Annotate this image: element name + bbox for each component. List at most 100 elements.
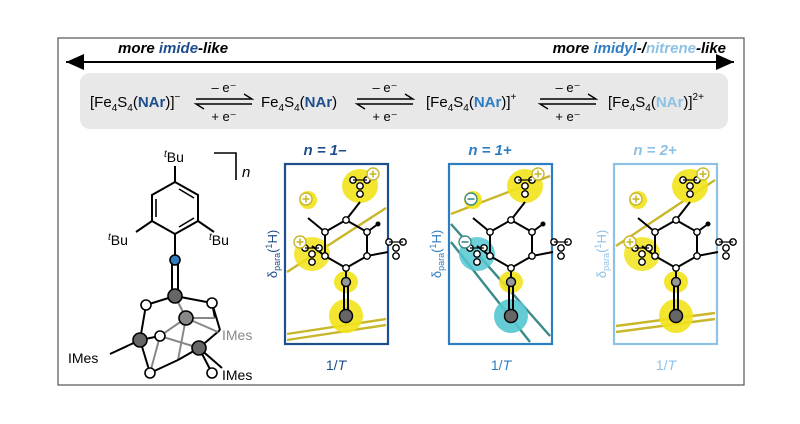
atom	[375, 221, 381, 227]
panel-1-title: n = 1–	[304, 142, 347, 159]
atom	[356, 182, 364, 190]
atom	[668, 308, 684, 324]
bond	[489, 219, 512, 233]
atom	[342, 216, 350, 224]
atom	[686, 182, 694, 190]
fe-atom	[167, 288, 183, 304]
panel-2-ylabel: δpara(1H)	[428, 230, 446, 278]
atom	[722, 252, 730, 260]
arrow-1-top-label: – e⁻	[212, 80, 237, 95]
bond	[324, 255, 347, 269]
atom	[342, 264, 350, 272]
atom	[651, 252, 659, 260]
molecule	[623, 167, 737, 333]
atom	[528, 252, 536, 260]
fe-atom	[178, 310, 194, 326]
atom	[340, 276, 352, 288]
atom	[486, 252, 494, 260]
panel-2-title: n = 1+	[468, 142, 512, 159]
atom	[638, 250, 646, 258]
fe-atom	[191, 340, 207, 356]
charge-n-label: n	[242, 164, 250, 181]
fe-atom	[132, 332, 148, 348]
atom	[473, 258, 481, 266]
atom	[363, 252, 371, 260]
atom	[557, 244, 565, 252]
panel-3-xlabel: 1/T	[656, 357, 678, 373]
atom	[507, 216, 515, 224]
atom	[473, 250, 481, 258]
atom	[392, 252, 400, 260]
panel-3-ylabel: δpara(1H)	[593, 230, 611, 278]
atom	[503, 308, 519, 324]
species-4: [Fe4S4(NAr)]2+	[608, 92, 704, 114]
atom	[686, 190, 694, 198]
atom	[528, 228, 536, 236]
atom	[308, 250, 316, 258]
arrow-1-bottom-label: + e⁻	[211, 109, 236, 124]
bond	[675, 255, 698, 269]
equilibrium-arrow-3: – e⁻ + e⁻	[537, 80, 599, 124]
equilibrium-arrow-2: – e⁻ + e⁻	[354, 80, 416, 124]
species-2: Fe4S4(NAr)	[261, 94, 337, 114]
atom	[722, 244, 730, 252]
tbu-top-label: tBu	[164, 149, 184, 165]
arrow-3-bottom-label: + e⁻	[555, 109, 580, 124]
atom	[670, 276, 682, 288]
bond	[654, 255, 677, 269]
s-atom	[206, 297, 218, 309]
s-atom	[144, 367, 156, 379]
s-atom	[206, 367, 218, 379]
arrow-2-bottom-label: + e⁻	[372, 109, 397, 124]
atom	[540, 221, 546, 227]
species-1: [Fe4S4(NAr)]−	[90, 92, 181, 114]
atom	[505, 276, 517, 288]
panel-1-ylabel: δpara(1H)	[264, 230, 282, 278]
panel-3-title: n = 2+	[633, 142, 677, 159]
atom	[521, 182, 529, 190]
atom	[308, 258, 316, 266]
atom	[321, 228, 329, 236]
atom	[338, 308, 354, 324]
nitrogen-atom	[169, 254, 181, 266]
bond	[324, 219, 347, 233]
bond	[654, 219, 677, 233]
molecule	[458, 167, 572, 333]
atom	[507, 264, 515, 272]
imes-label-back: IMes	[222, 327, 252, 343]
cluster-atoms	[132, 254, 218, 379]
imes-label-left: IMes	[68, 350, 98, 366]
atom	[672, 216, 680, 224]
species-3: [Fe4S4(NAr)]+	[426, 92, 517, 114]
bond	[345, 219, 368, 233]
atom	[521, 190, 529, 198]
arrow-2-top-label: – e⁻	[373, 80, 398, 95]
atom	[672, 264, 680, 272]
panel-1-fit-line	[286, 323, 387, 342]
header-left: more imide-like	[118, 40, 228, 57]
atom	[651, 228, 659, 236]
atom	[486, 228, 494, 236]
bond	[510, 219, 533, 233]
atom	[693, 228, 701, 236]
s-atom	[154, 330, 166, 342]
atom	[638, 258, 646, 266]
atom	[392, 244, 400, 252]
molecule	[293, 167, 407, 333]
s-atom	[140, 299, 152, 311]
bond	[345, 255, 368, 269]
atom	[321, 252, 329, 260]
bond	[510, 255, 533, 269]
scheme-band	[80, 73, 728, 129]
atom	[557, 252, 565, 260]
arrow-3-top-label: – e⁻	[556, 80, 581, 95]
atom	[705, 221, 711, 227]
bond	[675, 219, 698, 233]
atom	[693, 252, 701, 260]
panel-1-xlabel: 1/T	[326, 357, 348, 373]
header-right: more imidyl-/nitrene-like	[553, 40, 726, 57]
tbu-right-label: tBu	[209, 232, 229, 248]
outer-frame	[57, 37, 745, 386]
